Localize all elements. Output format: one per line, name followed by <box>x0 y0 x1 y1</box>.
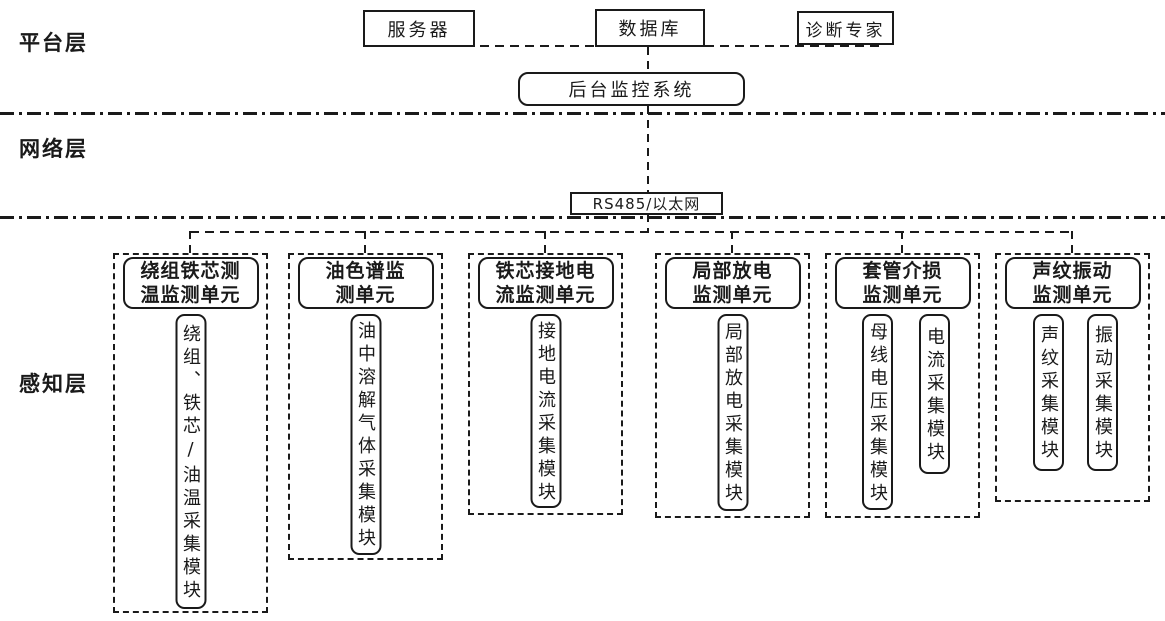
unit-core-grounding-current-title: 铁芯接地电 流监测单元 <box>477 257 614 309</box>
unit-winding-core-temperature: 绕组铁芯测 温监测单元 绕组、铁芯/油温采集模块 <box>113 253 268 613</box>
unit4-title-line1: 局部放电 <box>692 260 773 282</box>
unit4-drop-line <box>731 231 733 255</box>
unit-partial-discharge-title: 局部放电 监测单元 <box>664 257 801 309</box>
unit6-drop-line <box>1071 231 1073 255</box>
unit-winding-core-temperature-title: 绕组铁芯测 温监测单元 <box>122 257 259 309</box>
database-node: 数据库 <box>595 9 705 47</box>
unit4-title-line2: 监测单元 <box>692 284 773 306</box>
network-perception-separator-line <box>0 216 1165 219</box>
unit3-title-line2: 流监测单元 <box>495 284 596 306</box>
network-layer-label: 网络层 <box>19 137 88 161</box>
unit-core-grounding-current: 铁芯接地电 流监测单元 接地电流采集模块 <box>468 253 623 515</box>
unit3-title-line1: 铁芯接地电 <box>495 260 596 282</box>
unit1-title-line2: 温监测单元 <box>140 284 241 306</box>
unit5-title-line1: 套管介损 <box>862 260 943 282</box>
unit-acoustic-vibration: 声纹振动 监测单元 声纹采集模块 振动采集模块 <box>995 253 1150 502</box>
rs485-ethernet-bus-node: RS485/以太网 <box>570 192 723 215</box>
unit-oil-chromatography-title: 油色谱监 测单元 <box>297 257 434 309</box>
module-partial-discharge-acquisition: 局部放电采集模块 <box>717 314 748 511</box>
unit3-drop-line <box>544 231 546 255</box>
unit1-title-line1: 绕组铁芯测 <box>140 260 241 282</box>
unit-acoustic-vibration-title: 声纹振动 监测单元 <box>1004 257 1141 309</box>
distribution-bus-line <box>190 231 1074 233</box>
backend-to-bus-link-line <box>647 106 649 193</box>
database-to-backend-link-line <box>647 47 649 72</box>
platform-network-separator-line <box>0 112 1165 115</box>
module-current-acquisition: 电流采集模块 <box>919 314 950 474</box>
module-dissolved-gas-acquisition: 油中溶解气体采集模块 <box>350 314 381 555</box>
unit-bushing-dielectric-loss-title: 套管介损 监测单元 <box>834 257 971 309</box>
unit-oil-chromatography: 油色谱监 测单元 油中溶解气体采集模块 <box>288 253 443 560</box>
unit5-title-line2: 监测单元 <box>862 284 943 306</box>
unit-bushing-dielectric-loss: 套管介损 监测单元 母线电压采集模块 电流采集模块 <box>825 253 980 518</box>
module-vibration-acquisition: 振动采集模块 <box>1087 314 1118 471</box>
module-grounding-current-acquisition: 接地电流采集模块 <box>530 314 561 508</box>
bus-to-distribution-link-line <box>647 214 649 232</box>
module-busbar-voltage-acquisition: 母线电压采集模块 <box>862 314 893 510</box>
unit2-title-line1: 油色谱监 <box>325 260 406 282</box>
platform-layer-label: 平台层 <box>19 31 88 55</box>
unit5-drop-line <box>901 231 903 255</box>
unit2-drop-line <box>364 231 366 255</box>
unit1-drop-line <box>189 231 191 255</box>
unit-partial-discharge: 局部放电 监测单元 局部放电采集模块 <box>655 253 810 518</box>
server-node: 服务器 <box>363 10 475 47</box>
module-winding-core-oil-temp-acquisition: 绕组、铁芯/油温采集模块 <box>175 314 206 609</box>
unit6-title-line1: 声纹振动 <box>1032 260 1113 282</box>
module-voiceprint-acquisition: 声纹采集模块 <box>1033 314 1064 471</box>
unit6-title-line2: 监测单元 <box>1032 284 1113 306</box>
unit2-title-line2: 测单元 <box>335 284 396 306</box>
diagnosis-expert-node: 诊断专家 <box>797 11 894 45</box>
perception-layer-label: 感知层 <box>19 372 88 396</box>
backend-monitoring-system-node: 后台监控系统 <box>518 72 745 106</box>
